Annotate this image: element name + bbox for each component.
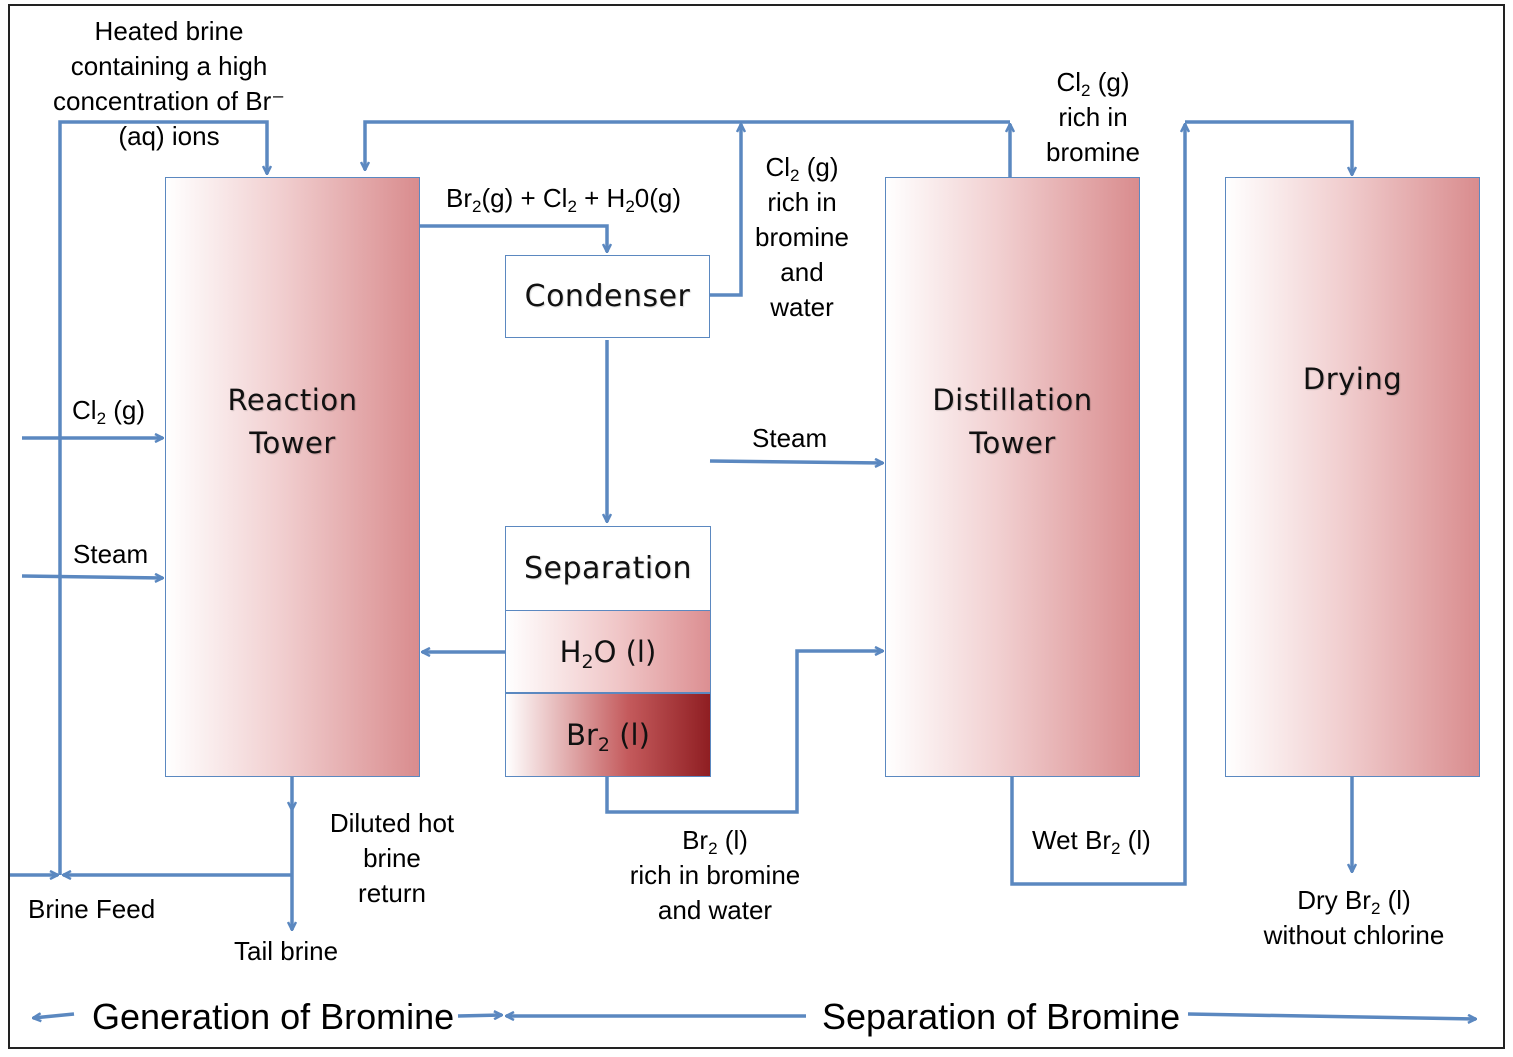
wet-br2-arrow	[1010, 124, 1185, 886]
separation-range-right-arrow	[1187, 1012, 1476, 1019]
brine-feed-label: Brine Feed	[28, 894, 156, 924]
condenser-box: Condenser	[505, 255, 710, 338]
brine-recycle-line	[58, 120, 267, 875]
steam-feed-arrow	[21, 576, 163, 578]
steam-to-distillation-arrow	[709, 461, 883, 463]
reaction-tower-line2: Tower	[249, 426, 336, 460]
separation-label: Separation	[523, 551, 693, 586]
drying-label: Drying	[1302, 361, 1403, 396]
steam-reaction-label: Steam	[73, 539, 149, 569]
top-recycle-line	[365, 120, 1010, 170]
br2-to-distillation-label: Br2 (l) rich in bromine and water	[629, 825, 801, 925]
diluted-brine-label: Diluted hot brine return	[329, 808, 455, 908]
distillation-tower: Distillation Tower	[885, 177, 1140, 777]
cl2-from-distillation-label: Cl2 (g) rich in bromine	[1046, 67, 1140, 167]
tail-brine-label: Tail brine	[234, 936, 339, 966]
condenser-label: Condenser	[524, 279, 691, 314]
to-drying-arrow	[1185, 120, 1352, 175]
cl2-feed-label: Cl2 (g)	[72, 395, 146, 428]
distillation-tower-line2: Tower	[969, 426, 1056, 460]
drying-tower: Drying	[1225, 177, 1480, 777]
water-layer: H2O (l)	[505, 610, 711, 693]
water-layer-label: H2O (l)	[559, 634, 657, 673]
separation-section-label: Separation of Bromine	[822, 996, 1181, 1037]
condenser-cl2-arrow	[710, 124, 741, 297]
generation-range-right-arrow	[457, 1015, 502, 1016]
diagram-frame	[8, 4, 1505, 1049]
condenser-feed-label: Br2(g) + Cl2 + H20(g)	[446, 183, 682, 216]
steam-distillation-label: Steam	[752, 423, 828, 453]
wet-br2-label: Wet Br2 (l)	[1032, 825, 1151, 858]
separation-box: Separation	[505, 526, 711, 611]
dry-br2-label: Dry Br2 (l) without chlorine	[1263, 885, 1445, 950]
reaction-tower: Reaction Tower	[165, 177, 420, 777]
vapour-to-condenser-arrow	[420, 224, 607, 252]
distillation-tower-line1: Distillation	[932, 383, 1093, 417]
bromine-layer-label: Br2 (l)	[566, 718, 650, 756]
cl2-from-condenser-label: Cl2 (g) rich in bromine and water	[755, 152, 849, 322]
generation-section-label: Generation of Bromine	[92, 996, 455, 1037]
bromine-layer: Br2 (l)	[505, 693, 711, 777]
br2-to-distillation-arrow	[605, 651, 883, 814]
reaction-tower-line1: Reaction	[227, 383, 358, 417]
heated-brine-label: Heated brine containing a high concentra…	[53, 16, 285, 151]
generation-range-left-arrow	[33, 1014, 75, 1018]
